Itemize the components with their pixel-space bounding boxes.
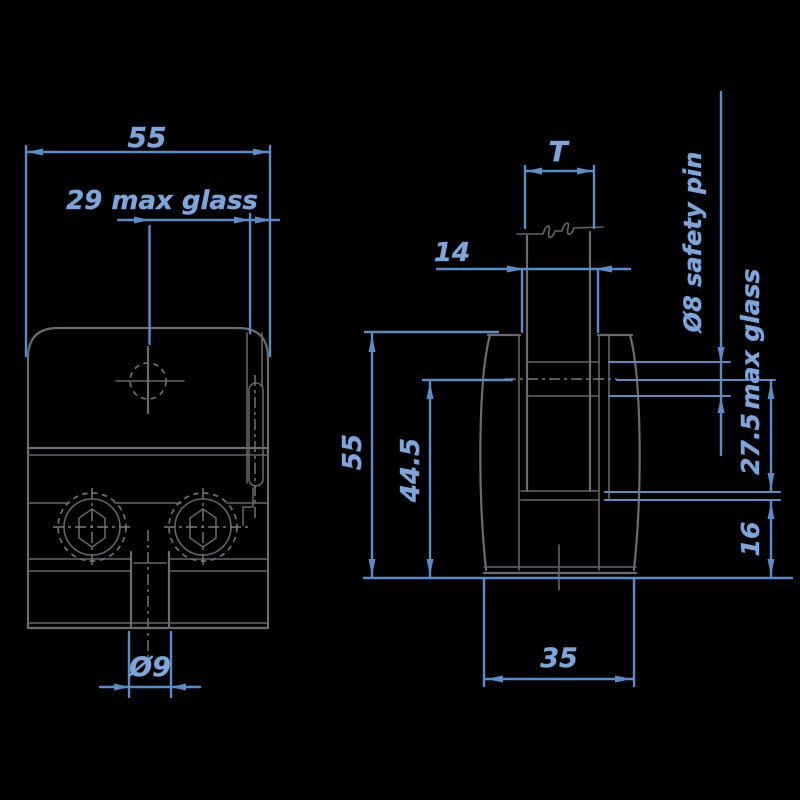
pin-height-label: 44.5 <box>396 438 426 503</box>
front-view: 55 29 max glass Ø9 <box>24 121 281 699</box>
side-glass-panel <box>516 222 604 493</box>
depth-label: 35 <box>540 643 578 674</box>
dim-front-max-glass: 29 max glass <box>66 186 281 346</box>
max-glass-text-label: max glass <box>736 269 765 410</box>
dim-max-glass-depth: 27.5 max glass <box>604 268 781 501</box>
dim-base-height: 16 <box>736 499 775 579</box>
front-top-hole <box>115 345 185 415</box>
safety-pin-label: Ø8 safety pin <box>679 152 707 335</box>
front-pin-slot <box>242 332 264 526</box>
front-max-glass-label: 29 max glass <box>66 186 258 216</box>
front-bottom-slot <box>129 530 171 662</box>
dim-side-height: 55 <box>338 330 794 580</box>
max-glass-value-label: 27.5 <box>736 413 765 475</box>
front-view-outline <box>26 326 270 630</box>
dim-depth: 35 <box>482 576 636 688</box>
dim-glass-thickness: T <box>523 135 596 230</box>
side-height-label: 55 <box>338 434 368 470</box>
dim-front-width: 55 <box>24 121 272 358</box>
glass-thickness-label: T <box>548 135 569 168</box>
slot-width-label: 14 <box>434 238 470 268</box>
front-right-screw <box>164 488 250 566</box>
dim-pin-height: 44.5 <box>396 378 514 579</box>
dim-safety-pin: Ø8 safety pin <box>608 90 776 457</box>
front-hole-label: Ø9 <box>127 652 171 683</box>
front-left-screw <box>53 488 131 566</box>
side-view-outline <box>479 333 641 591</box>
dim-slot-width: 14 <box>434 238 632 334</box>
base-height-label: 16 <box>736 522 765 557</box>
dim-front-hole: Ø9 <box>98 630 202 699</box>
side-safety-pin <box>505 361 617 397</box>
front-width-label: 55 <box>128 121 167 154</box>
side-view: T 14 55 44.5 35 <box>338 90 794 688</box>
